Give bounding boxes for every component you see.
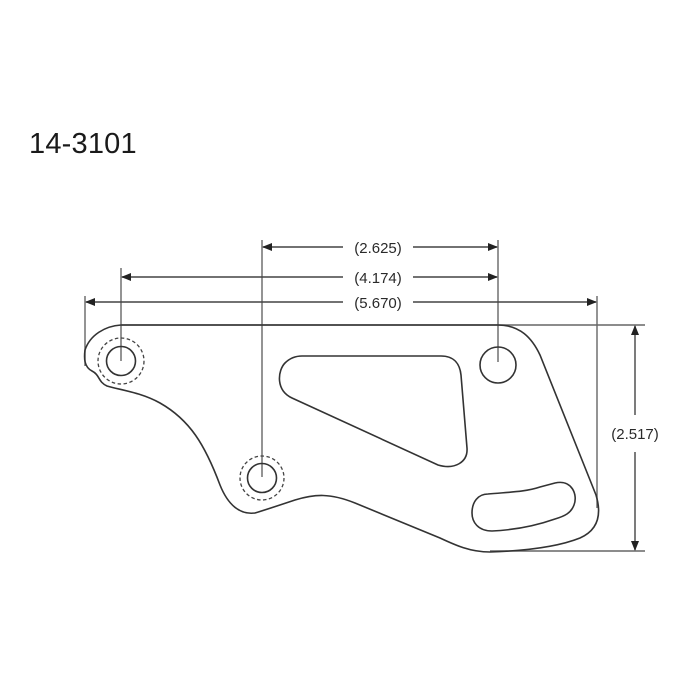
dimension-label-5670: (5.670) xyxy=(354,295,402,312)
dimension-label-4174: (4.174) xyxy=(354,270,402,287)
curved-slot xyxy=(471,481,576,532)
hole-circle-middle xyxy=(246,462,278,494)
left-hole xyxy=(97,337,145,385)
triangular-cutout xyxy=(278,355,468,468)
counterbore-circle-left xyxy=(97,337,145,385)
middle-hole xyxy=(239,455,285,501)
bracket-outline xyxy=(83,324,600,553)
dimension-lines xyxy=(85,243,639,551)
hole-circle-right xyxy=(479,346,517,384)
counterbore-circle-middle xyxy=(239,455,285,501)
dimension-label-2517: (2.517) xyxy=(611,426,659,443)
part-number-title: 14-3101 xyxy=(29,128,137,160)
hole-circle-left xyxy=(105,345,137,377)
right-hole xyxy=(479,346,517,384)
dimension-label-2625: (2.625) xyxy=(354,240,402,257)
